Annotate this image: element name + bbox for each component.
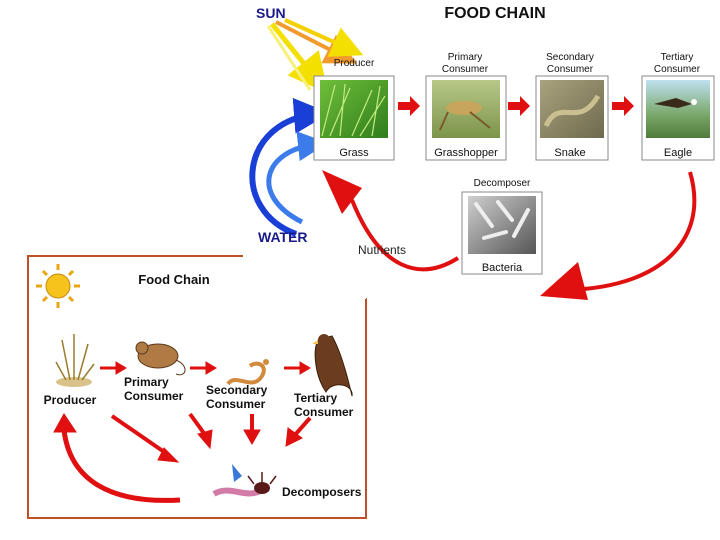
snake-photo — [540, 80, 604, 138]
stage-producer: Producer Grass — [313, 58, 395, 161]
chain-arrows — [398, 96, 634, 116]
label-producer: Producer — [44, 393, 97, 407]
top-title: FOOD CHAIN — [444, 5, 545, 22]
plant-icon — [55, 334, 95, 387]
stage-decomposer: Decomposer Bacteria — [461, 178, 543, 275]
stage-name-grasshopper: Grasshopper — [434, 147, 498, 159]
stage-role-producer: Producer — [334, 58, 375, 69]
mouse-icon — [135, 341, 186, 376]
snake-icon — [226, 359, 269, 386]
top-food-chain: FOOD CHAIN SUN WATER Producer Grass Prim… — [249, 5, 715, 300]
nutrients-label: Nutrients — [358, 243, 406, 257]
hawk-icon — [312, 334, 353, 397]
stage-role-decomposer: Decomposer — [474, 178, 531, 189]
grass-photo — [320, 80, 388, 138]
sun-icon — [36, 264, 80, 308]
cycle-arrows — [322, 170, 697, 300]
stage-name-eagle: Eagle — [664, 147, 692, 159]
water-label: WATER — [258, 229, 308, 245]
decomposers-icon — [212, 464, 277, 497]
label-decomposers: Decomposers — [282, 485, 362, 499]
water-arrows — [249, 97, 330, 237]
eagle-photo — [646, 80, 710, 138]
stage-name-bacteria: Bacteria — [482, 262, 523, 274]
bottom-food-chain: Food Chain Produ — [27, 254, 369, 519]
stage-name-snake: Snake — [554, 147, 585, 159]
sun-label: SUN — [256, 5, 286, 21]
bottom-title: Food Chain — [138, 272, 210, 287]
bottom-chain-arrows — [53, 361, 312, 503]
stage-name-grass: Grass — [339, 147, 369, 159]
